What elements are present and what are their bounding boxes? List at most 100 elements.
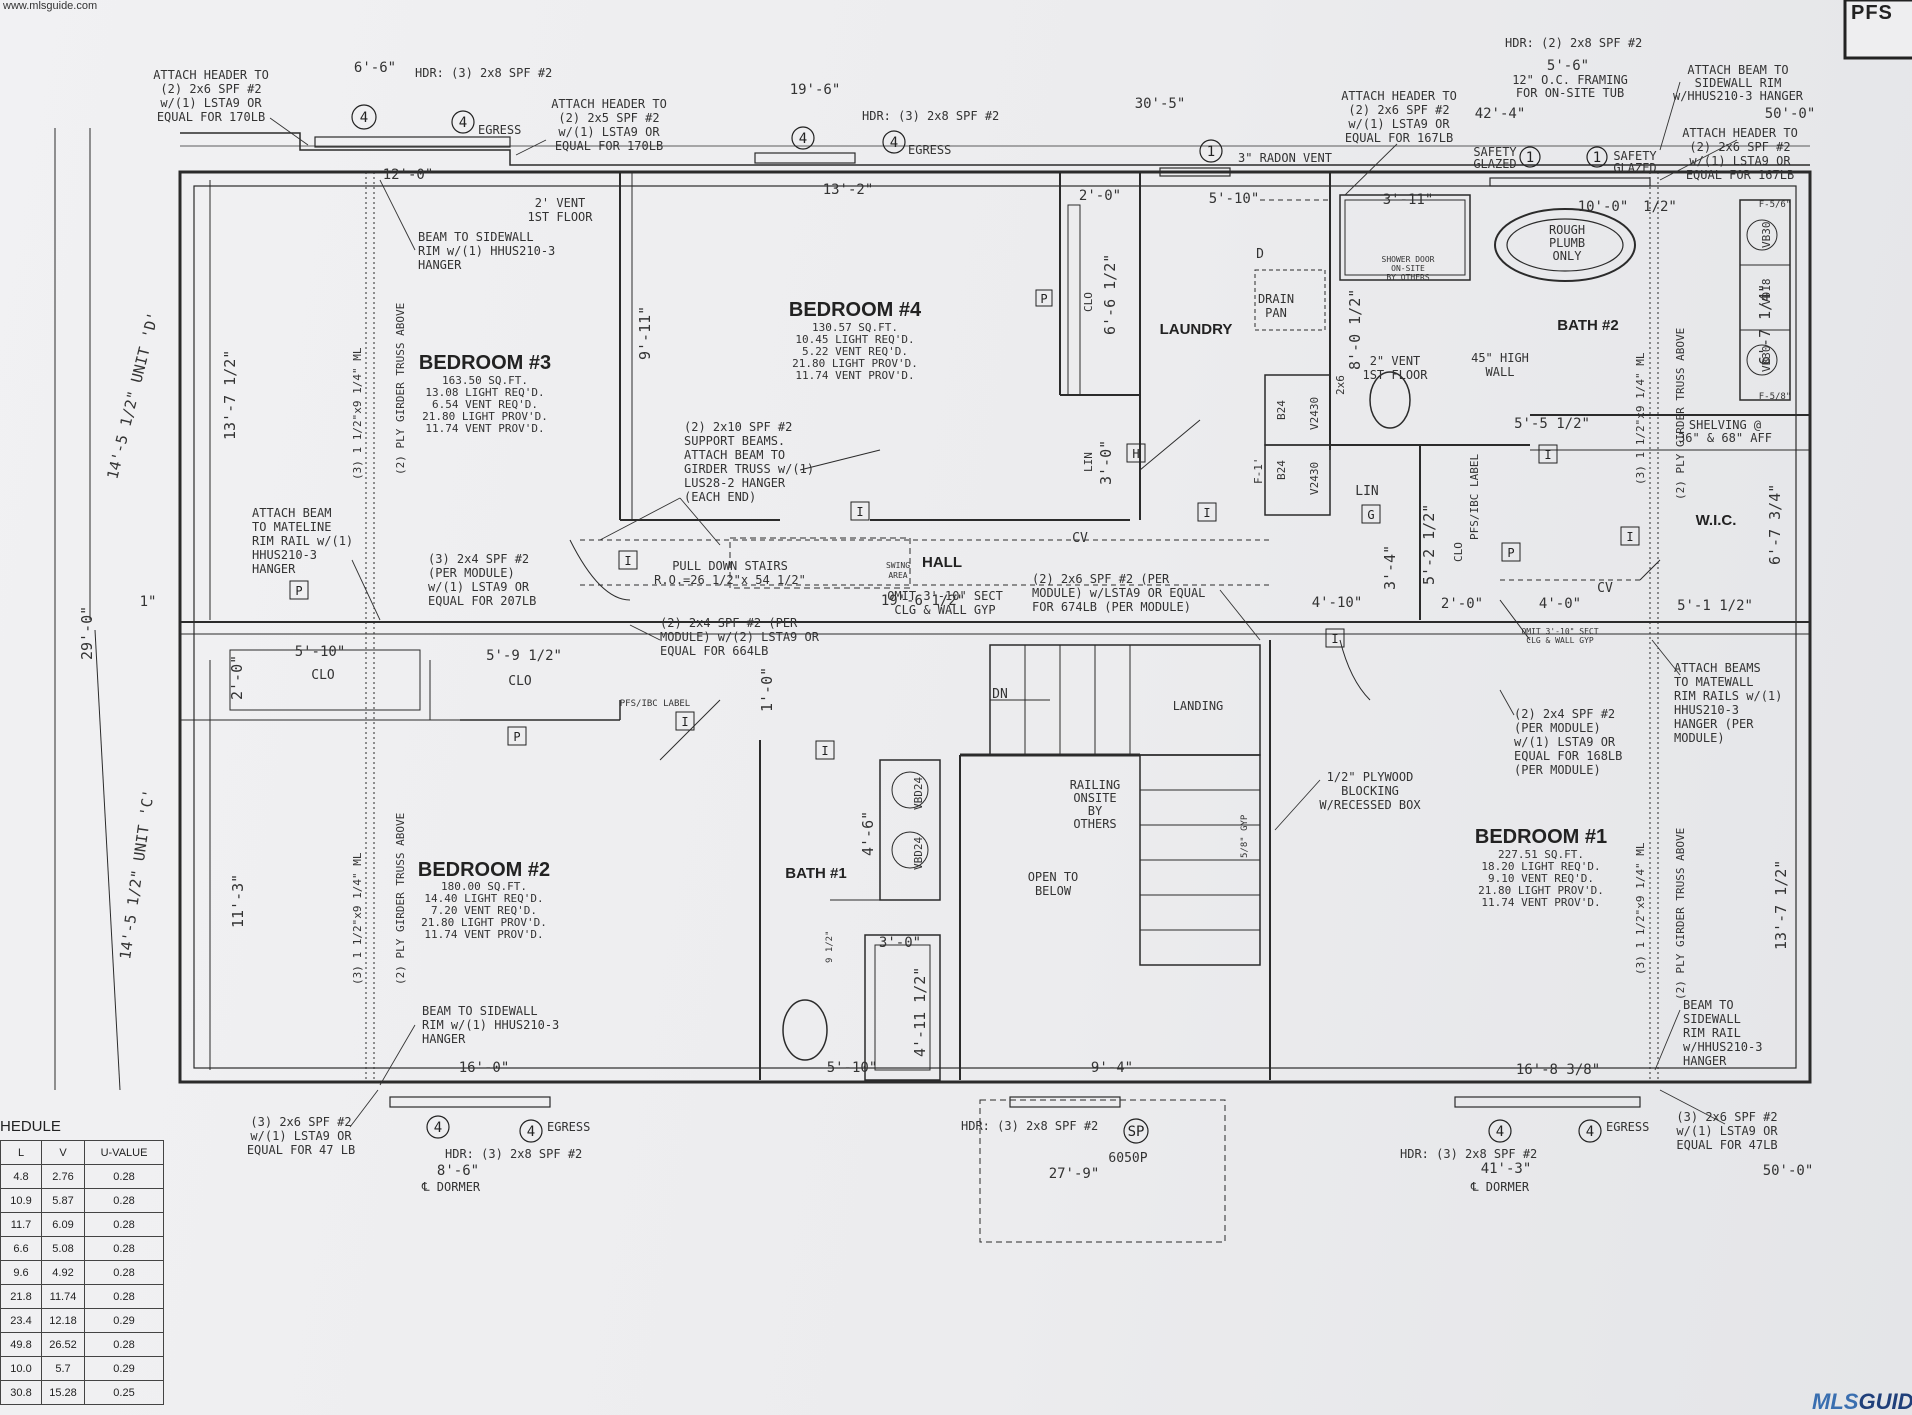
- drain-pan-note: PAN: [1265, 306, 1287, 320]
- room-name-hall: HALL: [922, 554, 962, 571]
- window-code-6050p: 6050P: [1108, 1151, 1147, 1166]
- bottom-header-note: EQUAL FOR 47 LB: [247, 1143, 355, 1157]
- rough-plumb-note: ROUGH: [1549, 223, 1585, 237]
- bed4-light-req: 10.45 LIGHT REQ'D.: [795, 333, 914, 346]
- bed2-area: 180.00 SQ.FT.: [441, 880, 527, 893]
- per-module-note: EQUAL FOR 168LB: [1514, 749, 1622, 763]
- logo-mls: MLS: [1812, 1389, 1859, 1414]
- f-mark: F-1': [1252, 458, 1265, 485]
- v2430-label: V2430: [1308, 462, 1321, 495]
- attach-mateline-note: TO MATELINE: [252, 520, 331, 534]
- schedule-cell: 0.28: [84, 1260, 164, 1285]
- dim-2-0-b: 2'-0": [1441, 596, 1483, 612]
- egress-label: EGRESS: [478, 123, 521, 137]
- dim-unit-d: 14'-5 1/2" UNIT 'D': [103, 310, 162, 481]
- beam-sidewall-rail-note: RIM RAIL: [1683, 1026, 1741, 1040]
- vent-1st-floor-note: 1ST FLOOR: [1362, 368, 1428, 382]
- girder-truss-label: (2) PLY GIRDER TRUSS ABOVE: [394, 303, 407, 475]
- dim-9-4: 9'-4": [1091, 1060, 1133, 1076]
- schedule-cell: 0.28: [84, 1164, 164, 1189]
- rough-plumb-note: PLUMB: [1549, 236, 1585, 250]
- schedule-cell: 0.29: [84, 1308, 164, 1333]
- rough-plumb-note: ONLY: [1553, 249, 1583, 263]
- dim-5-10-c: 5'-10": [827, 1060, 878, 1076]
- stair-down-label: DN: [992, 687, 1008, 702]
- per-module-note: MODULE) w/LSTA9 OR EQUAL: [1032, 586, 1205, 600]
- bed2-light-req: 14.40 LIGHT REQ'D.: [424, 892, 543, 905]
- panel-mark: P: [1507, 546, 1514, 560]
- omit-gyp-note: CLG & WALL GYP: [1526, 636, 1594, 645]
- window-tag-1: 1: [1593, 150, 1601, 166]
- bed1-vent-prov: 11.74 VENT PROV'D.: [1481, 896, 1600, 909]
- support-beams-note: SUPPORT BEAMS.: [684, 434, 785, 448]
- dim-16-0: 16'-0": [459, 1060, 510, 1076]
- dim-3-0: 3'-0": [1097, 440, 1115, 485]
- bottom-header-note: (3) 2x6 SPF #2: [1676, 1110, 1777, 1124]
- attach-beam-rim-note: SIDEWALL RIM: [1695, 76, 1782, 90]
- plywood-blocking-note: BLOCKING: [1341, 784, 1399, 798]
- shelving-note: SHELVING @: [1689, 418, 1761, 432]
- attach-header-note: w/(1) LSTA9 OR: [160, 96, 262, 110]
- attach-header-note: EQUAL FOR 167LB: [1345, 131, 1453, 145]
- swing-area-note: AREA: [888, 571, 907, 580]
- per-module-note: (PER MODULE): [1514, 721, 1601, 735]
- egress-label: EGRESS: [908, 143, 951, 157]
- dim-6-6-half: 6'-6 1/2": [1101, 254, 1119, 335]
- railing-note: RAILING: [1070, 778, 1121, 792]
- schedule-cell: 49.8: [0, 1332, 42, 1357]
- safety-glazed-note: GLAZED: [1613, 161, 1656, 175]
- ml-beam-label: (3) 1 1/2"x9 1/4" ML: [1634, 842, 1647, 975]
- panel-mark: P: [1040, 292, 1047, 306]
- clo-label: CLO: [311, 668, 335, 683]
- vbd24-label: VBD24: [912, 777, 925, 810]
- dim-30-5: 30'-5": [1135, 96, 1186, 112]
- room-name-bedroom-2: BEDROOM #2: [418, 859, 550, 881]
- mls-guide-logo: MLSGUIDE: [1812, 1389, 1912, 1415]
- info-mark: I: [681, 715, 688, 729]
- bed3-light-prov: 21.80 LIGHT PROV'D.: [422, 410, 548, 423]
- vent-1st-floor-note: 1ST FLOOR: [527, 210, 593, 224]
- attach-matewall-note: HANGER (PER: [1674, 717, 1754, 731]
- per-module-note: (3) 2x4 SPF #2: [428, 552, 529, 566]
- window-tag-1: 1: [1207, 144, 1215, 160]
- support-beams-note: LUS28-2 HANGER: [684, 476, 786, 490]
- per-module-note: MODULE) w/(2) LSTA9 OR: [660, 630, 820, 644]
- dim-3-4: 3'-4": [1381, 545, 1399, 590]
- bottom-header-note: EQUAL FOR 47LB: [1676, 1138, 1777, 1152]
- per-module-note: FOR 674LB (PER MODULE): [1032, 600, 1191, 614]
- room-name-bath-2: BATH #2: [1557, 317, 1618, 334]
- dim-1-0: 1'-0": [758, 667, 776, 712]
- vbd24-label: VBD24: [912, 837, 925, 870]
- open-below-note: BELOW: [1035, 884, 1072, 898]
- pull-down-stairs-note: R.O.=26 1/2"x 54 1/2": [654, 573, 806, 587]
- dormer-label-left: ℄ DORMER: [421, 1180, 481, 1194]
- dim-13-2: 13'-2": [823, 182, 874, 198]
- dim-2-0-c: 2'-0": [228, 655, 246, 700]
- drain-pan-note: DRAIN: [1258, 292, 1294, 306]
- sp-tag: SP: [1128, 1124, 1145, 1140]
- room-name-landing: LANDING: [1173, 699, 1224, 713]
- corner-tag-box: [1843, 0, 1912, 60]
- schedule-cell: 0.28: [84, 1212, 164, 1237]
- attach-matewall-note: TO MATEWALL: [1674, 675, 1753, 689]
- schedule-cell: 0.28: [84, 1332, 164, 1357]
- egress-label: EGRESS: [1606, 1120, 1649, 1134]
- girder-truss-label: (2) PLY GIRDER TRUSS ABOVE: [1674, 828, 1687, 1000]
- clo-label-vertical: CLO: [1082, 292, 1095, 312]
- per-module-note: w/(1) LSTA9 OR: [1514, 735, 1616, 749]
- beam-sidewall-note: RIM w/(1) HHUS210-3: [422, 1018, 559, 1032]
- attach-matewall-note: RIM RAILS w/(1): [1674, 689, 1782, 703]
- schedule-cell: 10.0: [0, 1356, 42, 1381]
- attach-beam-rim-note: ATTACH BEAM TO: [1687, 63, 1788, 77]
- bed1-area: 227.51 SQ.FT.: [1498, 848, 1584, 861]
- egress-label: EGRESS: [547, 1120, 590, 1134]
- dim-5-6: 5'-6": [1547, 58, 1589, 74]
- b24-label: B24: [1275, 400, 1288, 420]
- room-name-bath-1: BATH #1: [785, 865, 846, 882]
- open-below-note: OPEN TO: [1028, 870, 1079, 884]
- h-mark: H: [1132, 447, 1139, 461]
- ml-beam-label: (3) 1 1/2"x9 1/4" ML: [1634, 352, 1647, 485]
- header-note: HDR: (3) 2x8 SPF #2: [445, 1147, 582, 1161]
- info-mark: I: [1331, 632, 1338, 646]
